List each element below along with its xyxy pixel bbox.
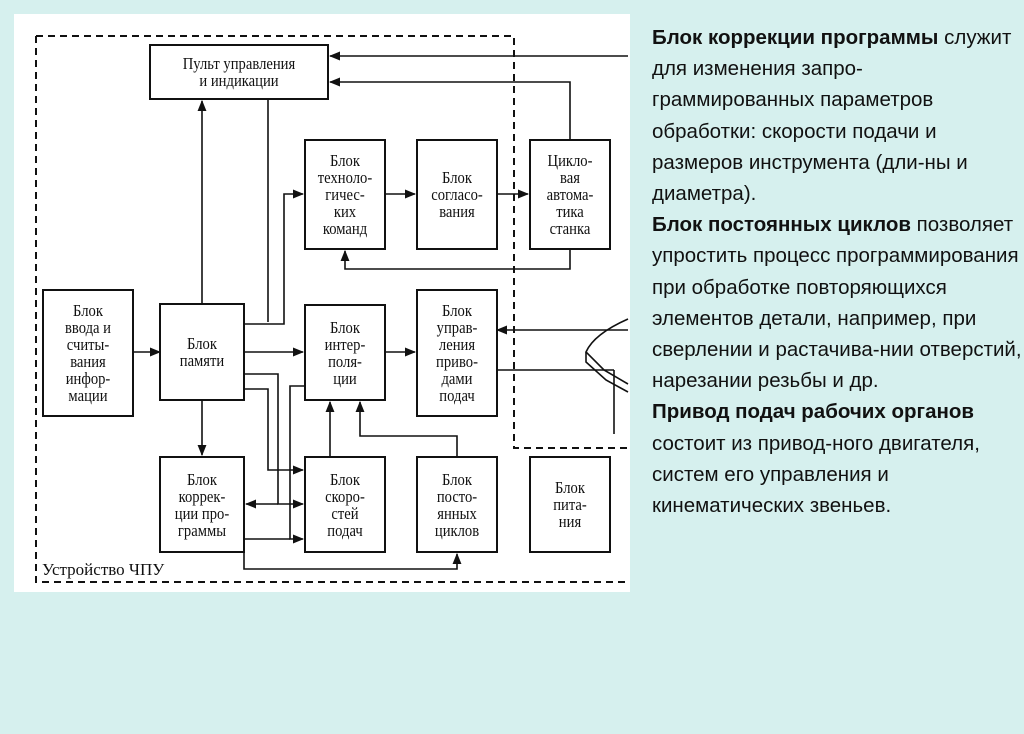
- paragraph-correction: Блок коррекции программы служит для изме…: [652, 22, 1024, 209]
- label-correction: Блок коррек- ции про- граммы: [174, 469, 230, 540]
- block-power-supply: [529, 456, 611, 553]
- block-diagram: [35, 35, 629, 583]
- label-coordination: Блок согласо- вания: [431, 168, 483, 221]
- term-correction-block: Блок коррекции программы: [652, 26, 939, 49]
- paragraph-feed-drive: Привод подач рабочих органов состоит из …: [652, 396, 1024, 521]
- term-constant-cycles-block: Блок постоянных циклов: [652, 213, 911, 237]
- desc-feed-drive: состоит из привод-ного двигателя, систем…: [652, 431, 980, 518]
- block-feed-drive-control: [416, 289, 498, 417]
- label-interpolation: Блок интер- поля- ции: [324, 317, 366, 388]
- label-control-panel: Пульт управления и индикации: [182, 54, 296, 90]
- block-feed-speed: [304, 456, 386, 553]
- machine-table-sketch: [585, 318, 629, 434]
- label-feed-drive-control: Блок управ- ления приво- дами подач: [436, 301, 478, 405]
- device-boundary: [35, 35, 628, 583]
- label-input: Блок ввода и считы- вания инфор- мации: [64, 301, 112, 405]
- block-input: [42, 289, 134, 417]
- label-memory: Блок памяти: [179, 334, 225, 370]
- label-machine-cycle: Цикло- вая автома- тика станка: [546, 151, 594, 238]
- diagram-panel: Пульт управления и индикации Блок технол…: [14, 14, 630, 592]
- label-tech-commands: Блок техноло- гичес- ких команд: [317, 151, 373, 238]
- device-caption: Устройство ЧПУ: [40, 560, 167, 580]
- label-feed-speed: Блок скоро- стей подач: [325, 469, 365, 540]
- label-constant-cycles: Блок посто- янных циклов: [434, 469, 480, 540]
- label-power-supply: Блок пита- ния: [553, 478, 587, 531]
- paragraph-constant-cycles: Блок постоянных циклов позволяет упрости…: [652, 209, 1024, 396]
- block-correction: [159, 456, 245, 553]
- desc-correction-block: служит для изменения запро-граммированны…: [652, 26, 1012, 206]
- term-feed-drive: Привод подач рабочих органов: [652, 400, 974, 424]
- desc-constant-cycles-block: позволяет упростить процесс программиров…: [652, 213, 1022, 393]
- description-text: Блок коррекции программы служит для изме…: [652, 22, 1024, 521]
- block-control-panel: [149, 44, 329, 100]
